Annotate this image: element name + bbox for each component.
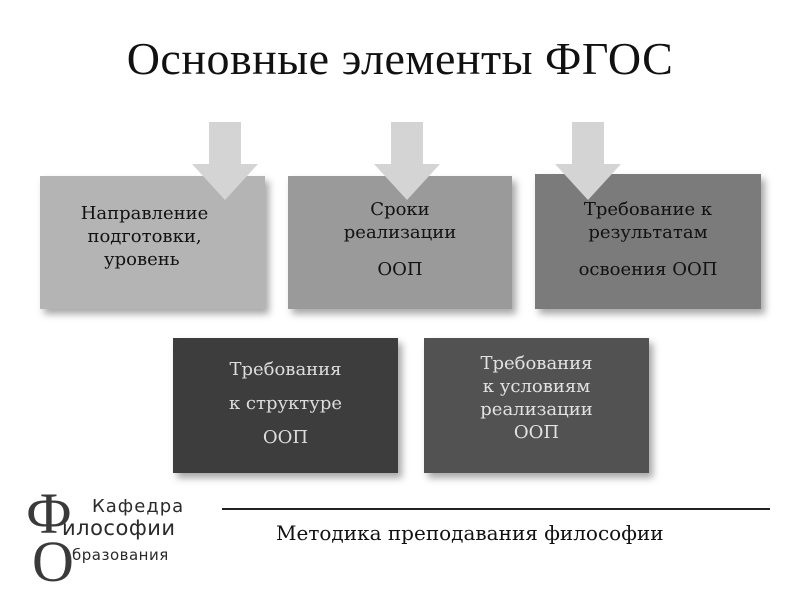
logo-word-department: Кафедра [92, 496, 185, 517]
box5-line4: ООП [513, 422, 560, 443]
box-training-direction: Направление подготовки, уровень [40, 176, 265, 309]
box4-line3: ООП [262, 427, 309, 448]
box3-line2: результатам [588, 222, 708, 243]
box4-line1: Требования [229, 359, 342, 380]
box5-line2: к условиям [482, 376, 591, 397]
down-arrow-icon [374, 122, 440, 200]
box-implementation-terms: Сроки реализации ООП [288, 176, 512, 309]
box5-line1: Требования [480, 353, 593, 374]
logo-letter-f: Ф [26, 481, 72, 546]
down-arrow-icon [555, 122, 621, 200]
box3-line1: Требование к [583, 199, 713, 220]
box5-line3: реализации [480, 399, 593, 420]
logo-word-philosophy: илософии [62, 516, 176, 540]
box-structure-requirements: Требования к структуре ООП [173, 338, 398, 473]
box1-line2: подготовки, [87, 226, 202, 247]
box4-line2: к структуре [228, 393, 343, 414]
box3-line3: освоения ООП [578, 259, 718, 280]
department-logo: Ф О Кафедра илософии бразования [22, 481, 212, 594]
box2-line1: Сроки [370, 199, 430, 220]
logo-word-education: бразования [72, 546, 169, 564]
logo-letter-o: О [32, 529, 74, 594]
box2-line2: реализации [343, 222, 457, 243]
box-results-requirement: Требование к результатам освоения ООП [535, 174, 761, 309]
footer-divider [222, 508, 770, 510]
box-conditions-requirements: Требования к условиям реализации ООП [424, 338, 649, 473]
box1-line3: уровень [104, 249, 180, 270]
box1-line1: Направление [80, 203, 209, 224]
footer-caption: Методика преподавания философии [276, 521, 664, 545]
box2-line3: ООП [377, 259, 423, 280]
slide-title: Основные элементы ФГОС [126, 33, 674, 84]
down-arrow-icon [192, 122, 258, 200]
